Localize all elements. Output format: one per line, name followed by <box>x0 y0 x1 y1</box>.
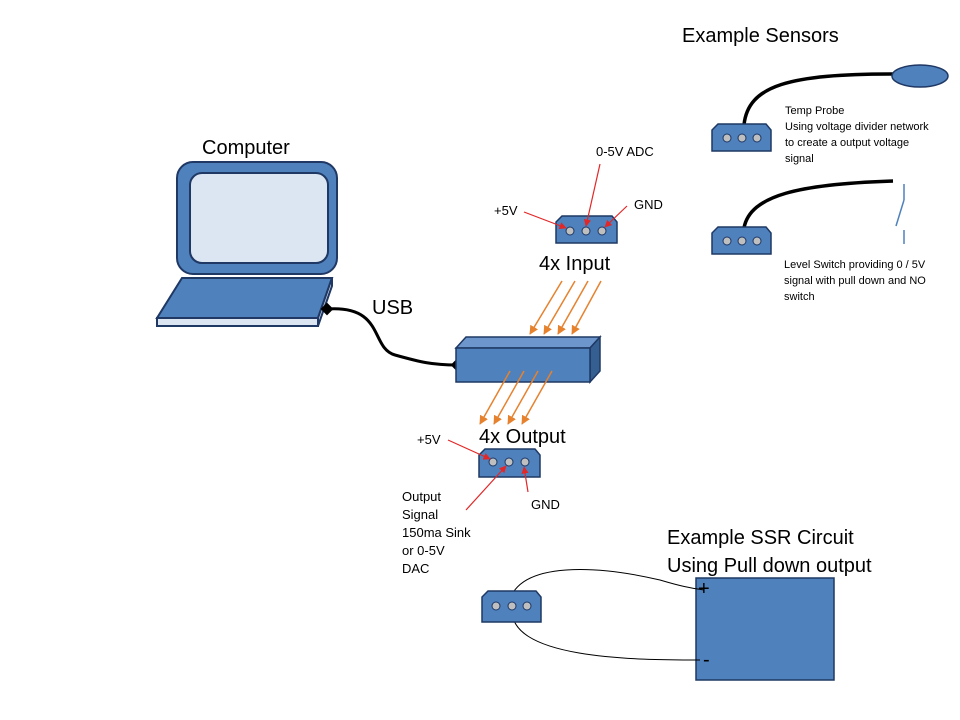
example-sensors-title: Example Sensors <box>682 25 839 47</box>
output-signal-line: Output <box>402 489 442 504</box>
output-signal-line: DAC <box>402 561 430 576</box>
input-pin-arrows <box>523 163 628 230</box>
output-arrows <box>479 370 553 425</box>
ssr-circuit <box>481 569 835 681</box>
usb-label: USB <box>372 297 414 319</box>
ssr-title-line: Using Pull down output <box>667 555 872 577</box>
input-adc-label: 0-5V ADC <box>596 144 654 159</box>
output-5v-label: +5V <box>417 432 441 447</box>
ssr-title: Example SSR Circuit Using Pull down outp… <box>667 524 872 580</box>
output-title: 4x Output <box>479 426 566 448</box>
temp-probe-sensor <box>711 64 949 152</box>
output-connector <box>478 448 541 478</box>
ssr-plus-label: + <box>698 578 710 600</box>
level-switch-line: signal with pull down and NO <box>784 275 926 287</box>
input-title: 4x Input <box>539 253 611 275</box>
temp-probe-line: Temp Probe <box>785 105 845 117</box>
input-connector <box>555 215 618 244</box>
temp-probe-line: to create a output voltage <box>785 137 910 149</box>
output-signal-label: Output Signal 150ma Sink or 0-5V DAC <box>402 488 471 578</box>
output-gnd-label: GND <box>531 497 560 512</box>
temp-probe-label: Temp Probe Using voltage divider network… <box>785 103 929 167</box>
ssr-plus-wire <box>508 569 705 603</box>
level-switch-line: switch <box>784 291 815 303</box>
output-pin-arrows <box>447 439 529 511</box>
output-signal-line: or 0-5V <box>402 543 445 558</box>
central-device <box>454 335 602 384</box>
temp-probe-line: Using voltage divider network <box>785 121 929 133</box>
ssr-minus-label: - <box>703 649 710 671</box>
keyboard-base <box>155 277 334 319</box>
computer-label: Computer <box>202 137 290 159</box>
monitor-screen <box>189 172 329 264</box>
ssr-title-line: Example SSR Circuit <box>667 527 854 549</box>
output-signal-line: 150ma Sink <box>402 525 471 540</box>
level-switch-line: Level Switch providing 0 / 5V <box>784 259 926 271</box>
input-5v-label: +5V <box>494 203 518 218</box>
input-arrows <box>529 280 602 335</box>
output-signal-line: Signal <box>402 507 439 522</box>
level-switch-label: Level Switch providing 0 / 5V signal wit… <box>784 257 926 305</box>
ssr-box <box>695 577 835 681</box>
level-switch-sensor <box>711 179 905 255</box>
computer-icon <box>155 161 338 327</box>
input-gnd-label: GND <box>634 197 663 212</box>
temp-probe-line: signal <box>785 153 814 165</box>
usb-cable <box>320 302 464 372</box>
keyboard-front <box>156 317 319 327</box>
